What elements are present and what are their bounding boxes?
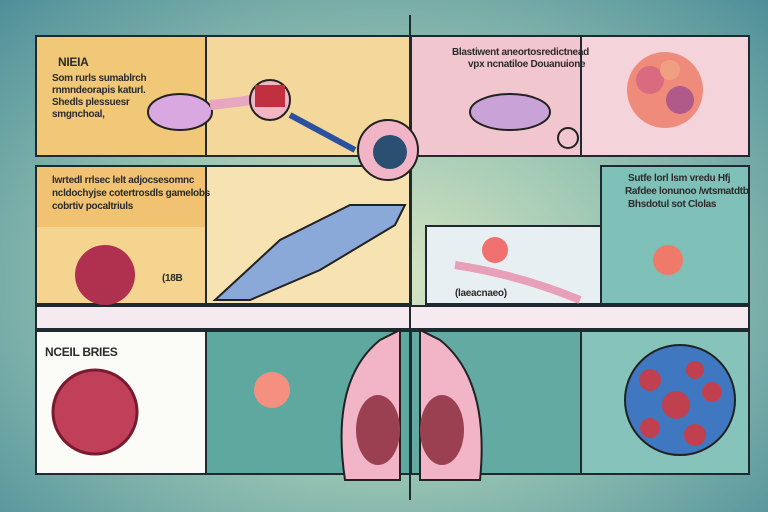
virus-particles: [51, 237, 736, 456]
divider-strip: [35, 305, 750, 330]
panel-text: Sutfe lorl lsm vredu Hfj: [628, 173, 731, 184]
tissue-cluster: [627, 52, 703, 128]
panel-text: Som rurls sumablrch: [52, 73, 147, 84]
panel-label: (laeacnaeo): [455, 288, 507, 299]
neuron-cell: [147, 79, 579, 181]
hand: [212, 204, 407, 301]
panel-text: vpx ncnatiloe Douanuione: [468, 59, 586, 70]
panel-title: NCEIL BRIES: [45, 345, 118, 359]
panel-text: smgnchoal,: [52, 109, 105, 120]
panel-mid-far-right: [600, 165, 750, 305]
panel-title: NIEIA: [58, 55, 89, 69]
panel-text: Blastiwent aneortosredictnead: [452, 47, 589, 58]
panel-text: Shedls plessuesr: [52, 97, 130, 108]
panel-label: (18B: [162, 273, 183, 284]
panel-text: Rafdee lonunoo /wtsmatdtb: [625, 186, 749, 197]
panel-text: rnmndeorapis katurl.: [52, 85, 146, 96]
panel-text: Bhsdotul sot Clolas: [628, 199, 717, 210]
panel-mid-right: [425, 225, 602, 305]
panel-text: ncldochyjse cotertrosdls gamelobs: [52, 188, 210, 199]
panel-text: cobrtiv pocaltriuls: [52, 201, 133, 212]
panel-text: lwrtedl rrlsec lelt adjocsesomnc: [52, 175, 195, 186]
organ-lungs: [340, 328, 483, 481]
